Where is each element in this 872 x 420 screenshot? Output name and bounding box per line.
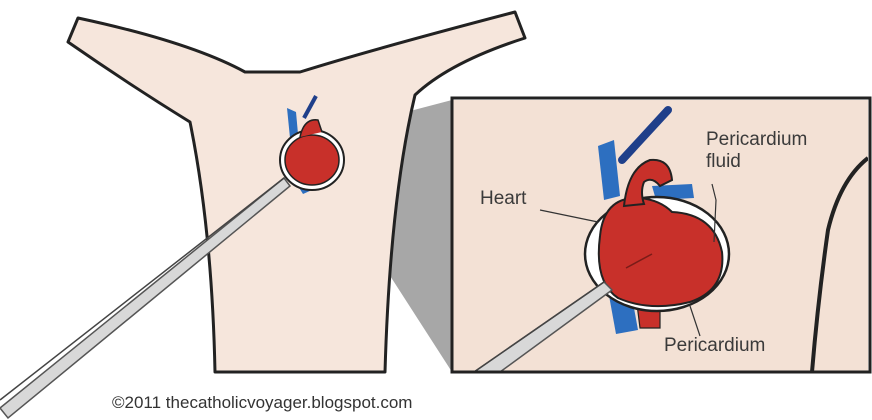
label-pericardium-fluid: Pericardium fluid (706, 129, 807, 173)
torso-heart-muscle (285, 135, 339, 185)
copyright-credit: ©2011 thecatholicvoyager.blogspot.com (112, 393, 412, 413)
label-pericardium: Pericardium (664, 335, 765, 357)
label-heart: Heart (480, 188, 526, 210)
